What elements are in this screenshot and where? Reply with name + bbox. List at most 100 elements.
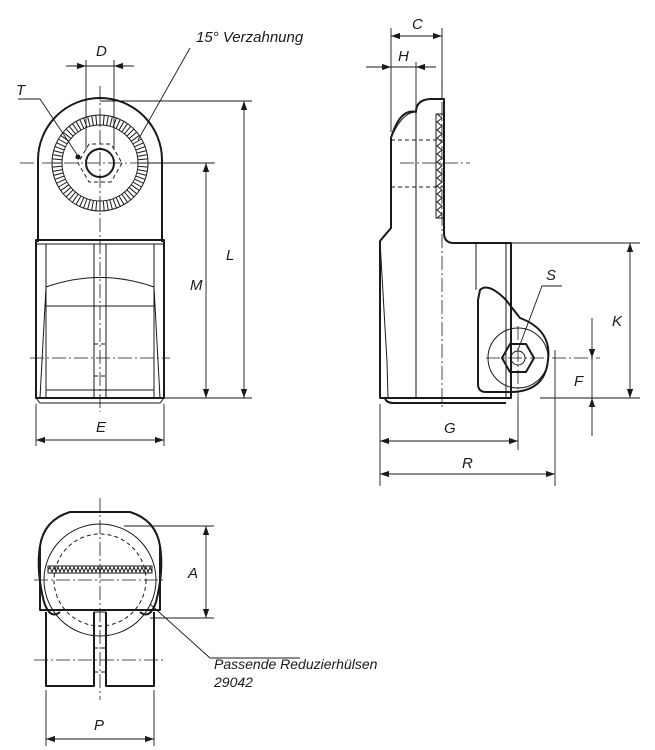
- serration-tooth: [72, 193, 79, 203]
- serration-tooth: [72, 123, 79, 133]
- serration-tooth: [95, 200, 98, 211]
- marker-dot: [75, 154, 81, 160]
- serration-tooth: [136, 150, 147, 154]
- serration-tooth: [124, 125, 132, 135]
- serration-tooth: [106, 200, 109, 211]
- note-line-1: Passende Reduzierhülsen: [214, 656, 378, 672]
- serration-tooth: [83, 117, 88, 128]
- serration-tooth: [132, 181, 142, 188]
- serration-tooth: [137, 169, 148, 172]
- screw-hex: [501, 343, 535, 373]
- serration-tooth: [65, 128, 74, 137]
- serration-tooth: [102, 115, 105, 126]
- serration-tooth: [109, 116, 113, 127]
- side-serration-strip: [435, 113, 445, 219]
- serration-tooth: [137, 158, 148, 161]
- label-L: L: [226, 247, 234, 264]
- serration-tooth: [109, 199, 113, 210]
- bottom-view: [34, 498, 166, 700]
- serration-tooth: [136, 172, 147, 176]
- label-teeth: 15° Verzahnung: [196, 29, 304, 46]
- label-A: A: [187, 565, 198, 582]
- label-R: R: [462, 455, 473, 472]
- serration-tooth: [53, 172, 64, 176]
- serration-tooth: [52, 165, 63, 168]
- serration-tooth: [112, 198, 117, 209]
- serration-tooth: [52, 158, 63, 161]
- serration-tooth: [83, 198, 88, 209]
- serration-tooth: [121, 123, 128, 133]
- serration-tooth: [135, 146, 146, 151]
- label-F: F: [574, 373, 584, 390]
- serration-tooth: [115, 197, 121, 207]
- serration-tooth: [128, 187, 138, 195]
- serration-tooth: [134, 178, 144, 184]
- side-serration-zigzag: [436, 113, 443, 219]
- serration-tooth: [132, 138, 142, 145]
- serration-tooth: [91, 200, 94, 211]
- serration-tooth: [112, 117, 117, 128]
- serration-tooth: [95, 115, 98, 126]
- serration-tooth: [126, 189, 135, 198]
- serration-tooth: [121, 193, 128, 203]
- bottom-legs: [45, 612, 155, 687]
- serration-tooth: [62, 187, 72, 195]
- front-view: [20, 86, 216, 412]
- serration-tooth: [56, 142, 66, 148]
- side-view: [379, 80, 600, 410]
- side-dimensions: C H K F G R S: [366, 16, 640, 486]
- label-M: M: [190, 277, 203, 294]
- serration-tooth: [52, 154, 63, 157]
- serration-tooth: [91, 115, 94, 126]
- serration-tooth: [54, 146, 65, 151]
- label-S: S: [546, 267, 556, 284]
- serration-tooth: [68, 191, 76, 201]
- serration-tooth: [118, 195, 125, 205]
- serration-tooth: [87, 116, 91, 127]
- label-T: T: [16, 82, 27, 99]
- serration-tooth: [79, 197, 85, 207]
- serration-tooth: [52, 169, 63, 172]
- serration-tooth: [60, 184, 70, 191]
- serration-tooth: [118, 121, 125, 131]
- serration-tooth: [115, 119, 121, 129]
- serration-tooth: [75, 121, 82, 131]
- serration-tooth: [58, 181, 68, 188]
- label-E: E: [96, 419, 107, 436]
- label-H: H: [398, 48, 409, 65]
- label-C: C: [412, 16, 423, 33]
- serration-tooth: [124, 191, 132, 201]
- front-dimensions: D T 15° Verzahnung L M E: [16, 29, 304, 446]
- serration-tooth: [68, 125, 76, 135]
- serration-tooth: [87, 199, 91, 210]
- serration-tooth: [53, 150, 64, 154]
- bottom-head-outline: [39, 511, 161, 611]
- label-P: P: [94, 717, 104, 734]
- serration-tooth: [130, 184, 140, 191]
- serration-tooth: [54, 175, 65, 180]
- serration-tooth: [134, 142, 144, 148]
- label-K: K: [612, 313, 623, 330]
- serration-tooth: [137, 165, 148, 168]
- serration-tooth: [126, 128, 135, 137]
- serration-tooth: [130, 135, 140, 142]
- serration-tooth: [58, 138, 68, 145]
- serration-tooth: [75, 195, 82, 205]
- clamp-lug: [477, 286, 550, 393]
- note-line-2: 29042: [213, 674, 253, 690]
- label-G: G: [444, 420, 456, 437]
- serration-tooth: [56, 178, 66, 184]
- side-outline: [379, 98, 512, 399]
- serration-tooth: [102, 200, 105, 211]
- serration-tooth: [106, 115, 109, 126]
- side-serration-frame: [435, 113, 445, 219]
- serration-tooth: [135, 175, 146, 180]
- serration-tooth: [137, 154, 148, 157]
- label-D: D: [96, 43, 107, 60]
- serration-tooth: [128, 131, 138, 139]
- serration-tooth: [65, 189, 74, 198]
- serration-tooth: [62, 131, 72, 139]
- serration-tooth: [79, 119, 85, 129]
- bottom-dimensions: A P Passende Reduzierhülsen 29042: [45, 525, 378, 746]
